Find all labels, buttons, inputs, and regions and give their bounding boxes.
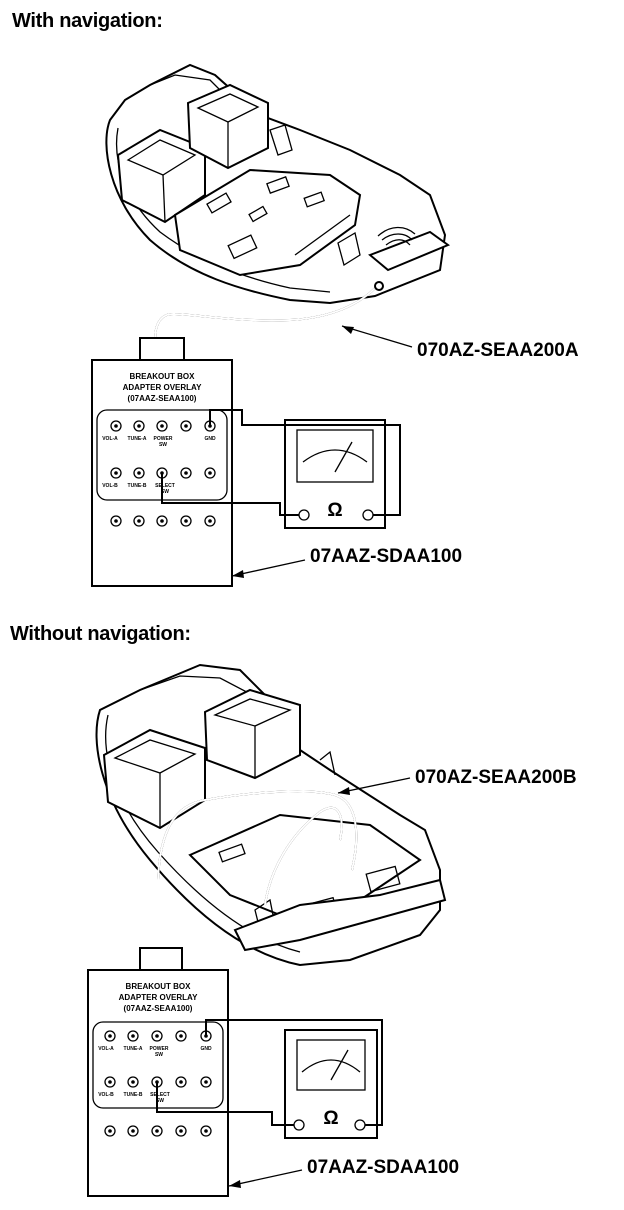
storage-bin-right: [186, 83, 269, 170]
harness-callout-top: 070AZ-SEAA200A: [341, 325, 579, 361]
breakout-box-top: BREAKOUT BOX ADAPTER OVERLAY (07AAZ-SEAA…: [91, 337, 233, 587]
ohm-symbol-bottom: Ω: [323, 1108, 338, 1129]
box-title-line1-top: BREAKOUT BOX: [130, 372, 196, 381]
jack-label-select-sw-bottom: SW: [156, 1098, 164, 1104]
jack-label-power-sw-bottom: SW: [155, 1052, 163, 1058]
roof-console-assembly-bottom: [95, 663, 447, 967]
jack-label-tune-b-top: TUNE-B: [128, 483, 147, 489]
jack-label-vol-a-top: VOL-A: [102, 436, 118, 442]
jack-label-vol-b-top: VOL-B: [102, 483, 118, 489]
jack-row-3-bottom: [104, 1125, 212, 1137]
breakout-callout-bottom: 07AAZ-SDAA100: [228, 1157, 459, 1188]
jack-label-vol-b-bottom: VOL-B: [98, 1092, 114, 1098]
box-part-number-bottom: (07AAZ-SEAA100): [124, 1004, 193, 1013]
jack-label-tune-b-bottom: TUNE-B: [124, 1092, 143, 1098]
circuit-board-top: [173, 124, 362, 277]
box-title-line1-bottom: BREAKOUT BOX: [126, 982, 192, 991]
breakout-label-bottom: 07AAZ-SDAA100: [307, 1157, 459, 1178]
jack-row-3-top: [110, 515, 216, 527]
test-lead-select-bottom: [156, 1082, 294, 1126]
connector-top: [368, 226, 451, 272]
test-lead-gnd-bottom: [205, 1019, 383, 1126]
box-title-line2-top: ADAPTER OVERLAY: [123, 383, 202, 392]
jack-label-select-top: SELECT: [155, 483, 175, 489]
ohm-symbol-top: Ω: [327, 500, 342, 521]
storage-bin-right-bottom: [203, 688, 301, 780]
jack-label-power-top: POWER: [154, 436, 173, 442]
test-lead-gnd-top: [209, 409, 401, 516]
test-lead-select-top: [161, 473, 299, 516]
harness-label-top: 070AZ-SEAA200A: [417, 340, 579, 361]
storage-bin-left: [116, 128, 206, 224]
box-title-line2-bottom: ADAPTER OVERLAY: [119, 993, 198, 1002]
harness-callout-bottom: 070AZ-SEAA200B: [337, 767, 577, 795]
jack-label-select-sw-top: SW: [161, 489, 169, 495]
with-navigation-heading: With navigation:: [12, 10, 163, 32]
jack-label-select-bottom: SELECT: [150, 1092, 170, 1098]
harness-label-bottom: 070AZ-SEAA200B: [415, 767, 577, 788]
breakout-callout-top: 07AAZ-SDAA100: [231, 546, 462, 578]
roof-console-assembly-top: [105, 63, 451, 305]
jack-label-gnd-top: GND: [204, 436, 216, 442]
jack-label-vol-a-bottom: VOL-A: [98, 1046, 114, 1052]
circuit-board-bottom: [188, 750, 447, 952]
breakout-box-bottom: BREAKOUT BOX ADAPTER OVERLAY (07AAZ-SEAA…: [87, 947, 229, 1197]
jack-label-gnd-bottom: GND: [200, 1046, 212, 1052]
jack-label-tune-a-bottom: TUNE-A: [124, 1046, 143, 1052]
breakout-label-top: 07AAZ-SDAA100: [310, 546, 462, 567]
jack-label-power-sw-top: SW: [159, 442, 167, 448]
jack-label-tune-a-top: TUNE-A: [128, 436, 147, 442]
box-part-number-top: (07AAZ-SEAA100): [128, 394, 197, 403]
ohmmeter-top: Ω: [284, 419, 386, 529]
jack-label-power-bottom: POWER: [150, 1046, 169, 1052]
harness-plug-top: [374, 281, 384, 291]
ohmmeter-bottom: Ω: [284, 1029, 378, 1139]
without-navigation-heading: Without navigation:: [10, 623, 191, 645]
